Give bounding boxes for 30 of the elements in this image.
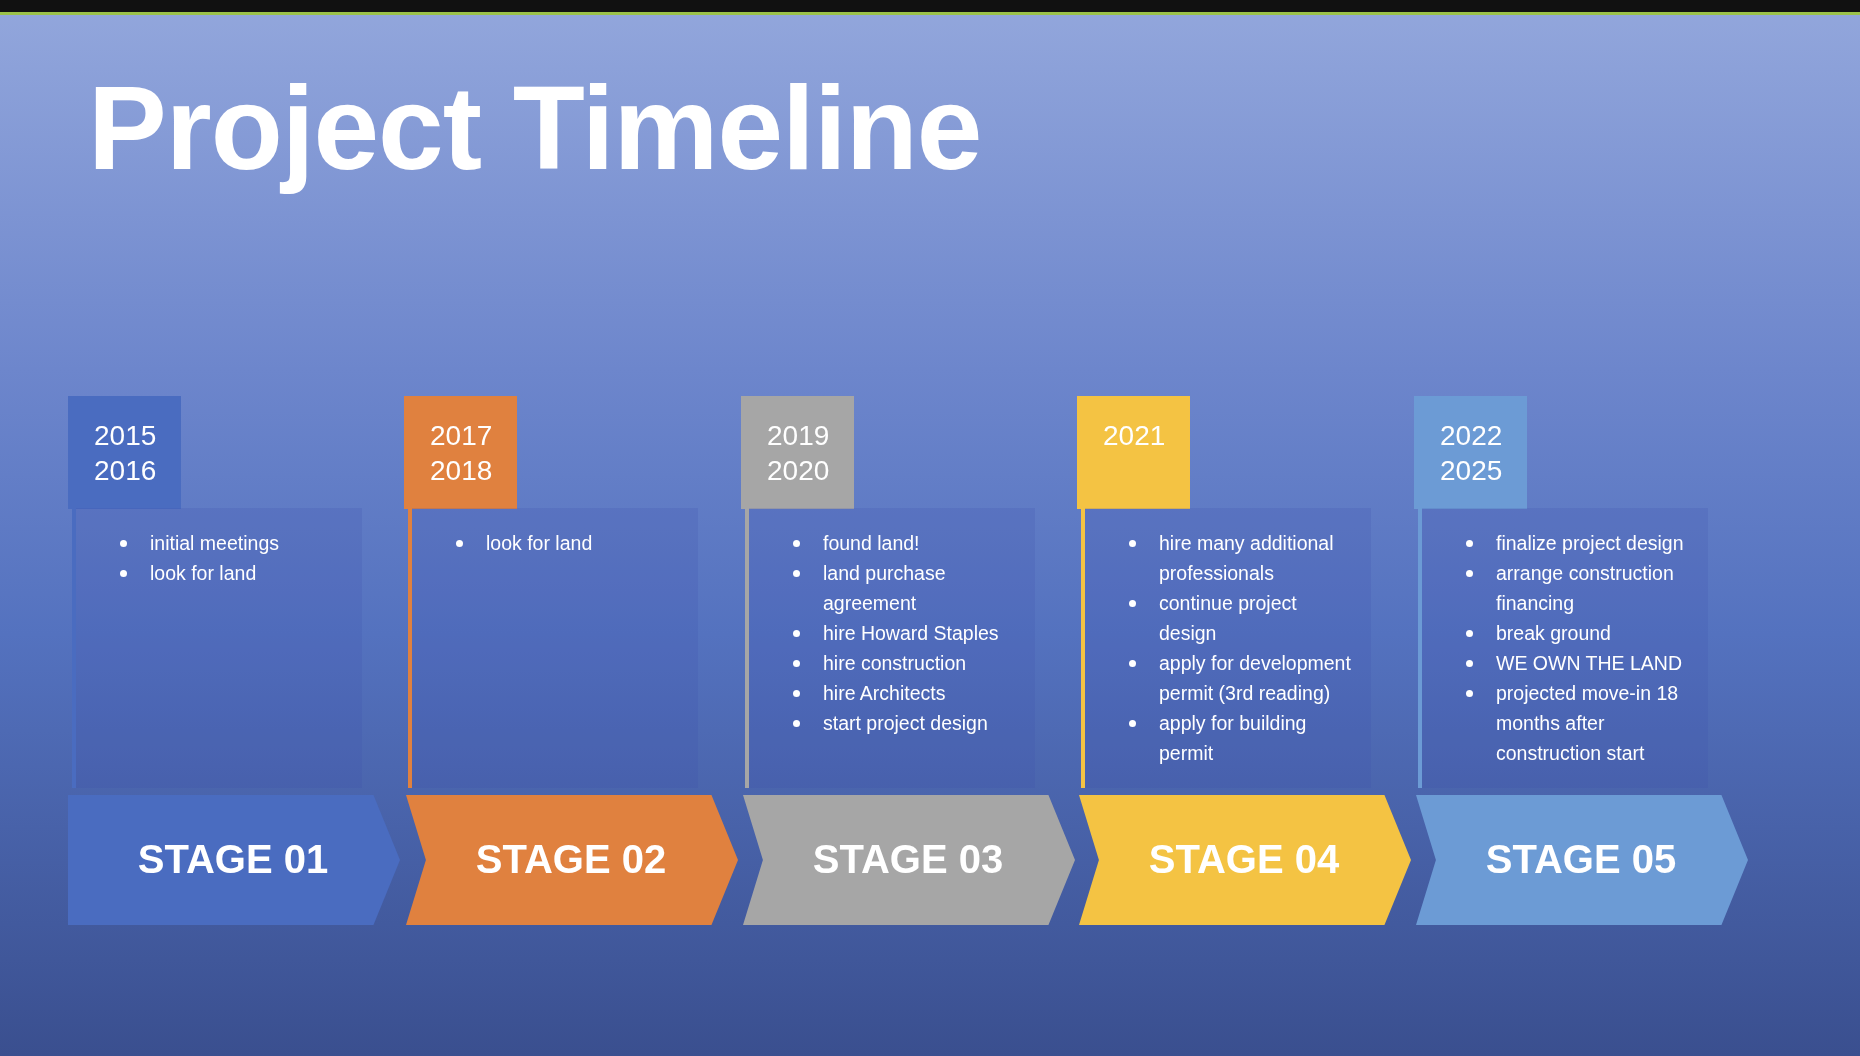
bullet-item: look for land <box>120 558 342 588</box>
text-panel <box>72 508 362 788</box>
text-panel <box>745 508 1035 788</box>
stage-banner: STAGE 05 <box>1416 795 1748 925</box>
stage-banner: STAGE 04 <box>1079 795 1411 925</box>
year-tag: 2021 <box>1077 396 1190 509</box>
year-tag: 2022 2025 <box>1414 396 1527 509</box>
stage-banner: STAGE 03 <box>743 795 1075 925</box>
bullet-item: finalize project design <box>1466 528 1688 558</box>
bullet-item: start project design <box>793 708 1015 738</box>
bullet-item: hire construction <box>793 648 1015 678</box>
bullet-item: projected move-in 18 months after construction start <box>1466 678 1688 768</box>
bullet-item: WE OWN THE LAND <box>1466 648 1688 678</box>
bullet-item: initial meetings <box>120 528 342 558</box>
bullet-item: found land! <box>793 528 1015 558</box>
stage-banner: STAGE 01 <box>68 795 400 925</box>
bullet-item: break ground <box>1466 618 1688 648</box>
year-tag: 2017 2018 <box>404 396 517 509</box>
year-tag: 2019 2020 <box>741 396 854 509</box>
text-panel <box>408 508 698 788</box>
bullet-item: apply for development permit (3rd reading) <box>1129 648 1351 708</box>
bullet-item: look for land <box>456 528 678 558</box>
bullet-item: apply for building permit <box>1129 708 1351 768</box>
bullet-item: hire Howard Staples <box>793 618 1015 648</box>
stage-banner: STAGE 02 <box>406 795 738 925</box>
year-tag: 2015 2016 <box>68 396 181 509</box>
text-panel <box>1418 508 1708 788</box>
title: Project Timeline <box>88 61 982 196</box>
bullet-item: hire Architects <box>793 678 1015 708</box>
text-panel <box>1081 508 1371 788</box>
